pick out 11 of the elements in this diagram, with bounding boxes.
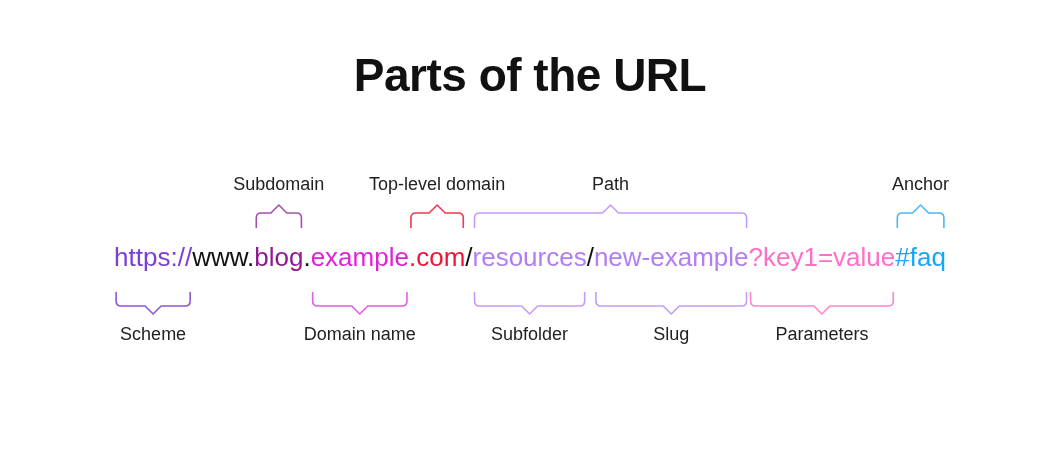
part-label: Subdomain	[233, 173, 325, 195]
part-label: Path	[592, 173, 630, 195]
part-label: Parameters	[775, 323, 869, 345]
title: Parts of the URL	[353, 48, 707, 102]
part-label: Subfolder	[491, 323, 569, 345]
part-label: Anchor	[892, 173, 950, 195]
part-label: Scheme	[120, 323, 187, 345]
part-label: Slug	[653, 323, 690, 345]
part-label: Domain name	[303, 323, 416, 345]
part-label: Top-level domain	[369, 173, 506, 195]
url-text: https://www.blog.example.com/resources/new-example?key1=value#faq	[114, 241, 946, 274]
